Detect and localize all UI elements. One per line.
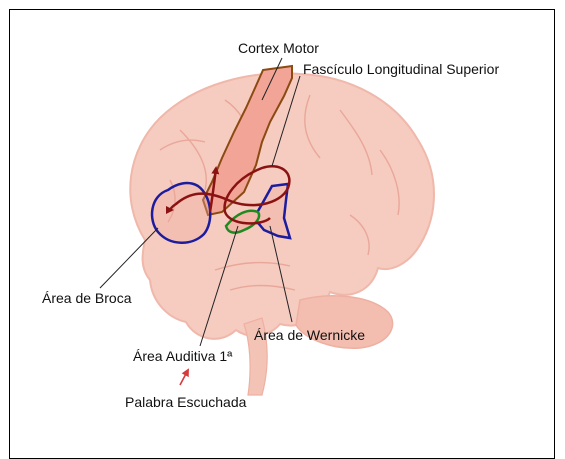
primary-auditory-area-label: Área Auditiva 1ª bbox=[133, 348, 233, 364]
motor-cortex-label: Cortex Motor bbox=[238, 40, 319, 56]
heard-word-arrow bbox=[180, 370, 188, 385]
heard-word-label: Palabra Escuchada bbox=[125, 394, 247, 410]
wernicke-area-label: Área de Wernicke bbox=[254, 327, 365, 343]
broca-area-label: Área de Broca bbox=[42, 290, 132, 306]
arcuate-fasciculus-label: Fascículo Longitudinal Superior bbox=[303, 61, 499, 77]
